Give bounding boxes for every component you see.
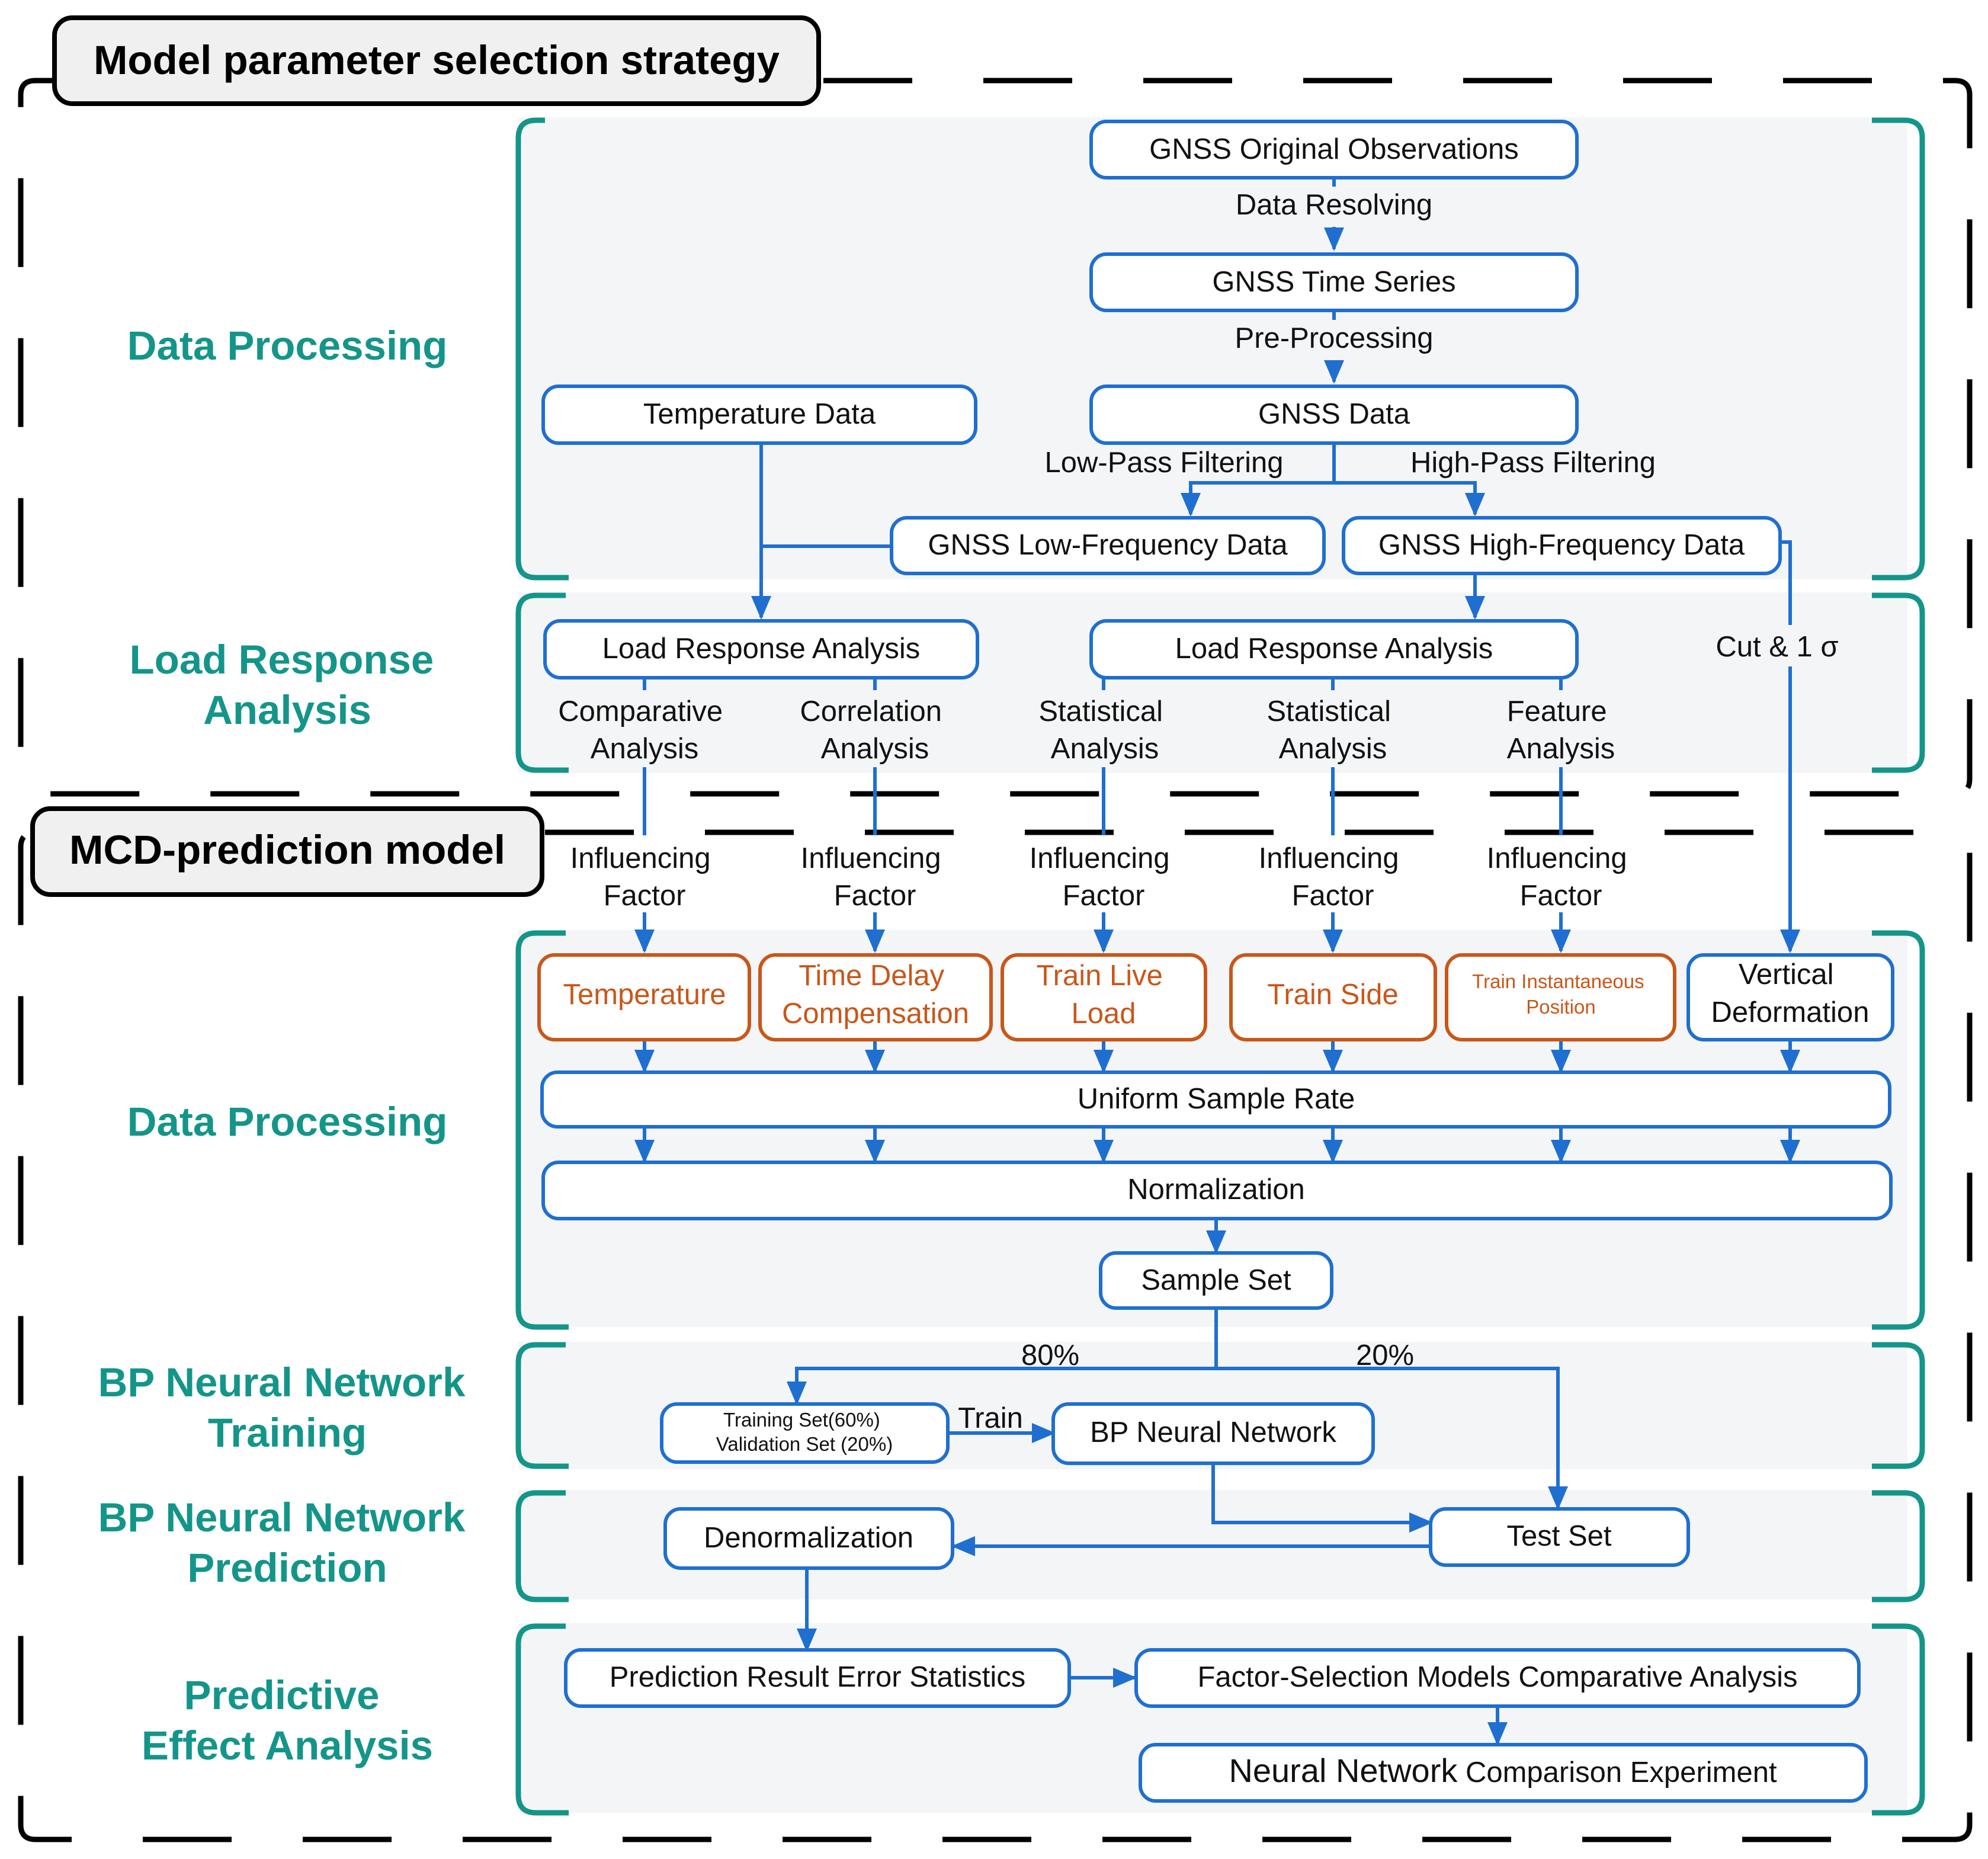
node-bp-neural-network: BP Neural Network <box>1051 1402 1375 1465</box>
label-influencing-factor-5: Influencing Factor <box>1487 842 1636 912</box>
svg-text:Sample Set: Sample Set <box>1141 1264 1291 1296</box>
svg-text:GNSS Time Series: GNSS Time Series <box>1212 266 1455 298</box>
svg-text:Temperature: Temperature <box>563 979 726 1011</box>
svg-text:Training Set(60%) Valida: Training Set(60%) Validation Set (20%) <box>716 1409 893 1455</box>
node-error-statistics: Prediction Result Error Statistics <box>564 1648 1071 1708</box>
node-sample-set: Sample Set <box>1099 1251 1333 1310</box>
node-train-live-load: Train Live Load <box>1001 953 1207 1041</box>
node-gnss-high-frequency: GNSS High-Frequency Data <box>1342 516 1782 575</box>
node-gnss-original: GNSS Original Observations <box>1089 120 1579 180</box>
svg-text:Train Live Load: Train Live Load <box>1037 960 1171 1030</box>
svg-text:Factor-Selection Models Compar: Factor-Selection Models Comparative Anal… <box>1197 1661 1797 1693</box>
svg-text:Train Side: Train Side <box>1267 979 1399 1011</box>
svg-text:Train Instantaneous Pos: Train Instantaneous Position <box>1472 970 1650 1018</box>
node-time-delay-compensation: Time Delay Compensation <box>758 953 993 1041</box>
dashed-frame-top <box>18 78 1973 797</box>
label-pre-processing: Pre-Processing <box>1235 322 1434 354</box>
label-influencing-factor-3: Influencing Factor <box>1030 842 1178 912</box>
label-data-resolving: Data Resolving <box>1236 189 1432 221</box>
label-correlation-analysis: Correlation Analysis <box>800 695 950 765</box>
node-temperature-data: Temperature Data <box>541 384 977 445</box>
connectors <box>634 178 1800 1746</box>
node-gnss-time-series: GNSS Time Series <box>1089 252 1579 312</box>
title-bottom: MCD-prediction model <box>69 827 505 873</box>
label-statistical-analysis-2: Statistical Analysis <box>1266 695 1399 765</box>
label-influencing-factor-4: Influencing Factor <box>1259 842 1407 912</box>
svg-text:GNSS Original Observations: GNSS Original Observations <box>1149 133 1519 165</box>
dashed-frame-bottom <box>18 829 1973 1842</box>
svg-text:Vertical Deformation: Vertical Deformation <box>1711 959 1870 1028</box>
node-factor-selection-analysis: Factor-Selection Models Comparative Anal… <box>1134 1648 1861 1708</box>
node-test-set: Test Set <box>1429 1507 1690 1567</box>
section-label-data-processing-2: Data Processing <box>127 1099 448 1145</box>
node-train-instantaneous-position: Train Instantaneous Position <box>1445 953 1676 1041</box>
node-denormalization: Denormalization <box>663 1507 954 1570</box>
svg-text:Denormalization: Denormalization <box>704 1522 913 1554</box>
section-label-load-response: Load Response Analysis <box>130 637 445 733</box>
svg-text:Uniform Sample Rate: Uniform Sample Rate <box>1078 1083 1355 1115</box>
section-label-bp-training: BP Neural Network Training <box>98 1360 476 1456</box>
title-box-bottom <box>30 806 544 897</box>
node-temperature: Temperature <box>537 953 751 1041</box>
svg-text:Time Delay Compensation: Time Delay Compensation <box>782 960 969 1030</box>
label-train: Train <box>958 1402 1023 1434</box>
node-load-response-2: Load Response Analysis <box>1089 619 1579 680</box>
node-nn-comparison-experiment: Neural Network Comparison Experiment <box>1139 1743 1868 1803</box>
node-gnss-data: GNSS Data <box>1089 384 1579 445</box>
svg-text:Temperature Data: Temperature Data <box>643 398 876 430</box>
label-20-percent: 20% <box>1356 1339 1414 1371</box>
section-label-bp-prediction: BP Neural Network Prediction <box>98 1495 476 1591</box>
title-top: Model parameter selection strategy <box>94 37 780 83</box>
edge-labels: Data Resolving Pre-Processing Low-Pass F… <box>551 187 1854 1434</box>
panel-data-processing-1 <box>518 117 1907 579</box>
label-influencing-factor-2: Influencing Factor <box>801 842 950 912</box>
node-load-response-1: Load Response Analysis <box>543 619 979 680</box>
svg-text:Normalization: Normalization <box>1127 1174 1305 1206</box>
section-label-predictive-effect: Predictive Effect Analysis <box>142 1672 433 1768</box>
svg-text:BP Neural Network: BP Neural Network <box>1090 1416 1336 1448</box>
label-statistical-analysis-1: Statistical Analysis <box>1038 695 1171 765</box>
svg-text:Test Set: Test Set <box>1506 1520 1611 1552</box>
svg-text:Neural Network Comparison Expe: Neural Network Comparison Experiment <box>1229 1752 1777 1789</box>
svg-text:GNSS Low-Frequency Data: GNSS Low-Frequency Data <box>928 529 1288 561</box>
label-high-pass: High-Pass Filtering <box>1410 447 1656 479</box>
svg-text:Load Response Analysis: Load Response Analysis <box>602 633 921 665</box>
svg-text:Prediction Result Error Statis: Prediction Result Error Statistics <box>610 1661 1026 1693</box>
label-low-pass: Low-Pass Filtering <box>1044 447 1283 479</box>
section-label-data-processing-1: Data Processing <box>127 323 448 368</box>
node-train-side: Train Side <box>1229 953 1437 1041</box>
label-feature-analysis: Feature Analysis <box>1507 695 1615 765</box>
node-normalization: Normalization <box>541 1161 1893 1220</box>
node-training-validation-set: Training Set(60%) Validation Set (20%) <box>660 1402 950 1464</box>
node-gnss-low-frequency: GNSS Low-Frequency Data <box>890 516 1326 575</box>
label-comparative-analysis: Comparative Analysis <box>558 695 730 765</box>
label-influencing-factor-1: Influencing Factor <box>570 842 719 912</box>
svg-text:GNSS Data: GNSS Data <box>1258 398 1410 430</box>
label-80-percent: 80% <box>1021 1339 1079 1371</box>
label-cut-sigma: Cut & 1 σ <box>1716 631 1838 663</box>
svg-text:GNSS High-Frequency Data: GNSS High-Frequency Data <box>1378 529 1745 561</box>
title-box-top <box>52 15 821 106</box>
svg-text:Load Response Analysis: Load Response Analysis <box>1175 633 1493 665</box>
node-uniform-sample-rate: Uniform Sample Rate <box>540 1070 1891 1129</box>
node-vertical-deformation: Vertical Deformation <box>1686 953 1894 1041</box>
teal-brackets <box>515 117 1925 1816</box>
